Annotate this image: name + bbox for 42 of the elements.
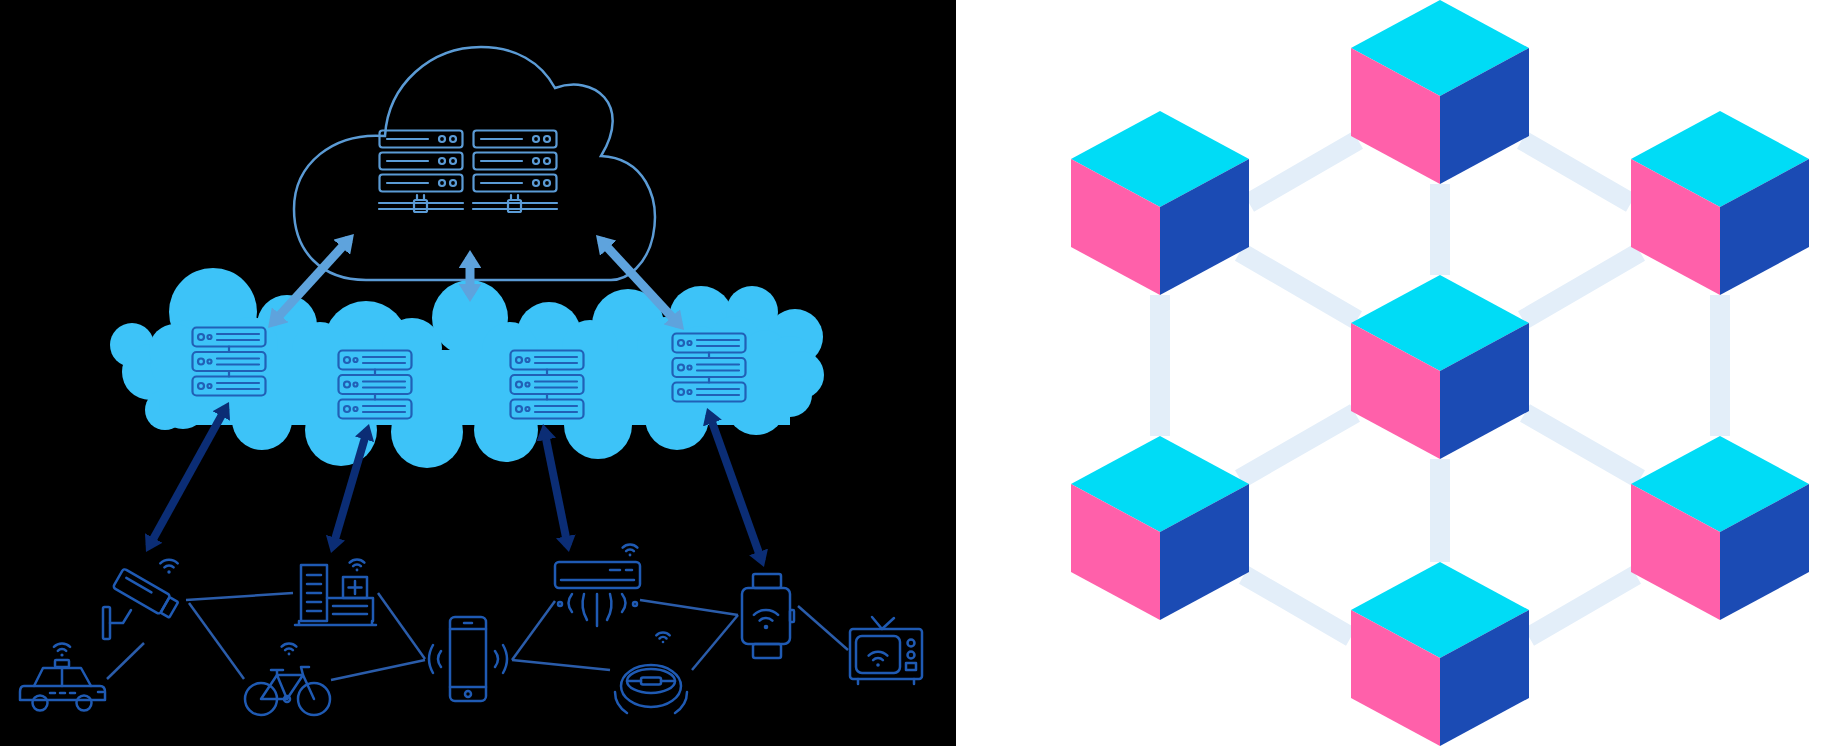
double-arrow bbox=[704, 407, 767, 568]
car-icon bbox=[18, 642, 107, 712]
connector-line bbox=[511, 658, 611, 672]
connector-line bbox=[797, 605, 849, 651]
double-arrow bbox=[145, 402, 230, 552]
server-icon bbox=[671, 332, 747, 402]
double-arrow bbox=[461, 250, 479, 302]
connector-line bbox=[1520, 404, 1645, 488]
connector-line bbox=[1430, 184, 1450, 275]
connector-line bbox=[188, 602, 245, 680]
cube bbox=[1351, 562, 1529, 746]
connector-line bbox=[1710, 295, 1730, 436]
connector-line bbox=[330, 658, 426, 682]
double-arrow bbox=[268, 234, 354, 328]
connector-line bbox=[511, 600, 556, 661]
server-rack-icon bbox=[378, 129, 558, 215]
cube bbox=[1351, 0, 1529, 184]
double-arrow bbox=[596, 235, 684, 330]
connector-line bbox=[639, 598, 739, 617]
connector-line bbox=[1150, 295, 1170, 436]
connector-line bbox=[377, 592, 426, 660]
television-icon bbox=[848, 615, 924, 685]
double-arrow bbox=[538, 424, 574, 552]
cube bbox=[1631, 436, 1809, 620]
cube bbox=[1071, 111, 1249, 295]
cube bbox=[1351, 275, 1529, 459]
cube bbox=[1631, 111, 1809, 295]
connector-line bbox=[1517, 243, 1646, 329]
double-arrow bbox=[327, 423, 373, 554]
connector-line bbox=[1234, 243, 1363, 329]
server-icon bbox=[509, 349, 585, 419]
server-icon bbox=[337, 349, 413, 419]
connector-line bbox=[106, 642, 145, 680]
connector-line bbox=[1235, 404, 1360, 488]
cube bbox=[1071, 436, 1249, 620]
connector-line bbox=[691, 614, 739, 671]
air-conditioner-icon bbox=[552, 542, 643, 630]
bicycle-icon bbox=[243, 642, 332, 718]
connector-line bbox=[1430, 459, 1450, 562]
connector-line bbox=[185, 591, 294, 602]
server-icon bbox=[191, 326, 267, 396]
smartwatch-icon bbox=[738, 572, 796, 660]
